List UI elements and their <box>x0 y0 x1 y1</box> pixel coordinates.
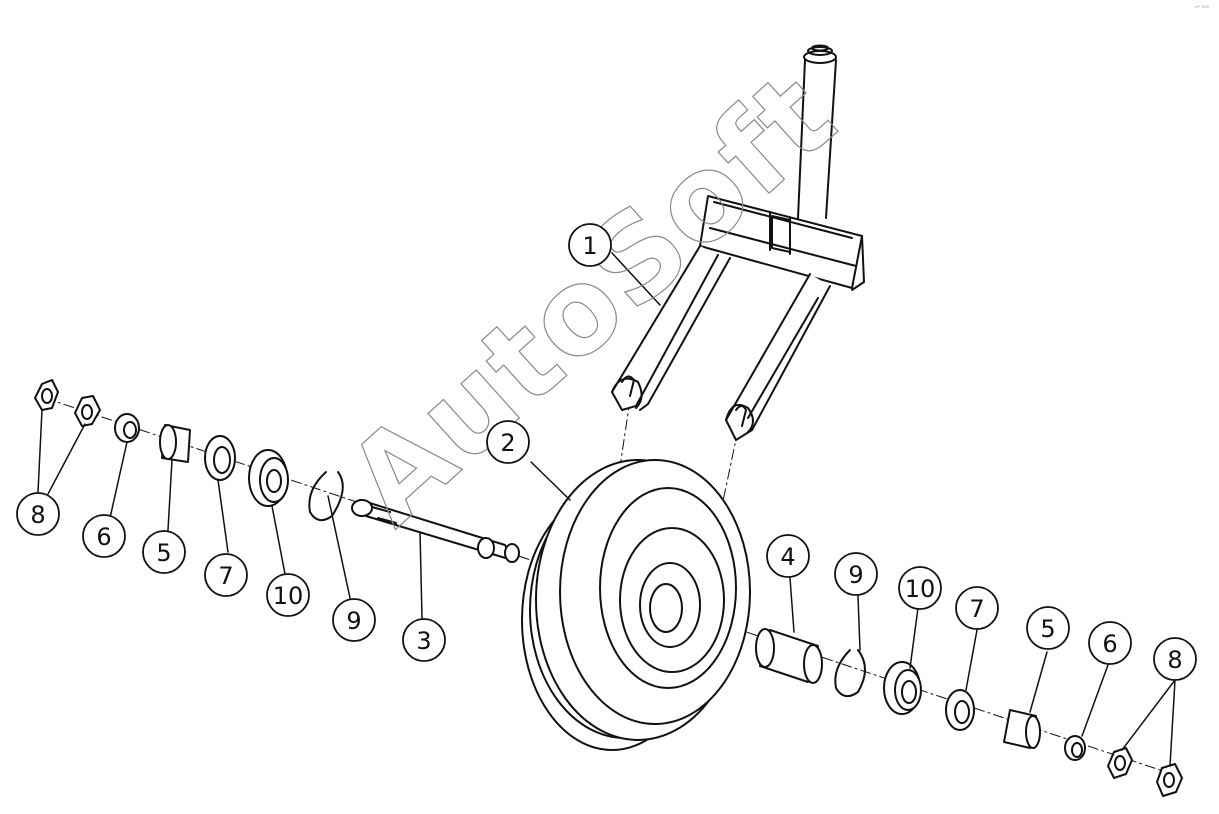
callout-label: 4 <box>780 543 795 571</box>
callout-label: 5 <box>156 539 171 567</box>
right-hardware <box>834 649 1183 797</box>
callout-2: 2 <box>486 420 530 464</box>
callout-8-right: 8 <box>1153 637 1197 681</box>
spacer-tube <box>755 628 823 684</box>
callout-label: 3 <box>416 627 431 655</box>
callout-1: 1 <box>568 223 612 267</box>
leader-lines <box>37 252 1176 767</box>
callout-4: 4 <box>766 534 810 578</box>
left-hardware <box>34 379 344 522</box>
wheel <box>521 459 751 751</box>
callout-9-left: 9 <box>332 598 376 642</box>
callout-label: 6 <box>1102 630 1117 658</box>
callout-label: 10 <box>905 575 936 603</box>
callout-6-left: 6 <box>82 514 126 558</box>
callout-9-right: 9 <box>834 552 878 596</box>
callout-label: 6 <box>96 523 111 551</box>
callout-label: 10 <box>273 582 304 610</box>
callout-8-left: 8 <box>16 492 60 536</box>
corner-mark: ᵒᴾ ⁰⁰⁰ <box>1195 5 1209 12</box>
callouts: 1 2 3 4 5 5 6 <box>16 223 1197 681</box>
caster-fork <box>611 44 865 441</box>
callout-label: 1 <box>582 232 597 260</box>
callout-5-left: 5 <box>142 530 186 574</box>
axle <box>351 499 520 563</box>
callout-label: 2 <box>500 429 515 457</box>
callout-label: 9 <box>848 561 863 589</box>
callout-5-right: 5 <box>1026 606 1070 650</box>
callout-label: 5 <box>1040 615 1055 643</box>
callout-6-right: 6 <box>1088 621 1132 665</box>
callout-10-right: 10 <box>898 566 942 610</box>
callout-label: 7 <box>218 562 233 590</box>
callout-label: 9 <box>346 607 361 635</box>
callout-label: 8 <box>30 501 45 529</box>
callout-3: 3 <box>402 618 446 662</box>
callout-label: 8 <box>1167 646 1182 674</box>
callout-7-left: 7 <box>204 553 248 597</box>
callout-10-left: 10 <box>266 573 310 617</box>
callout-7-right: 7 <box>955 586 999 630</box>
callout-label: 7 <box>969 595 984 623</box>
